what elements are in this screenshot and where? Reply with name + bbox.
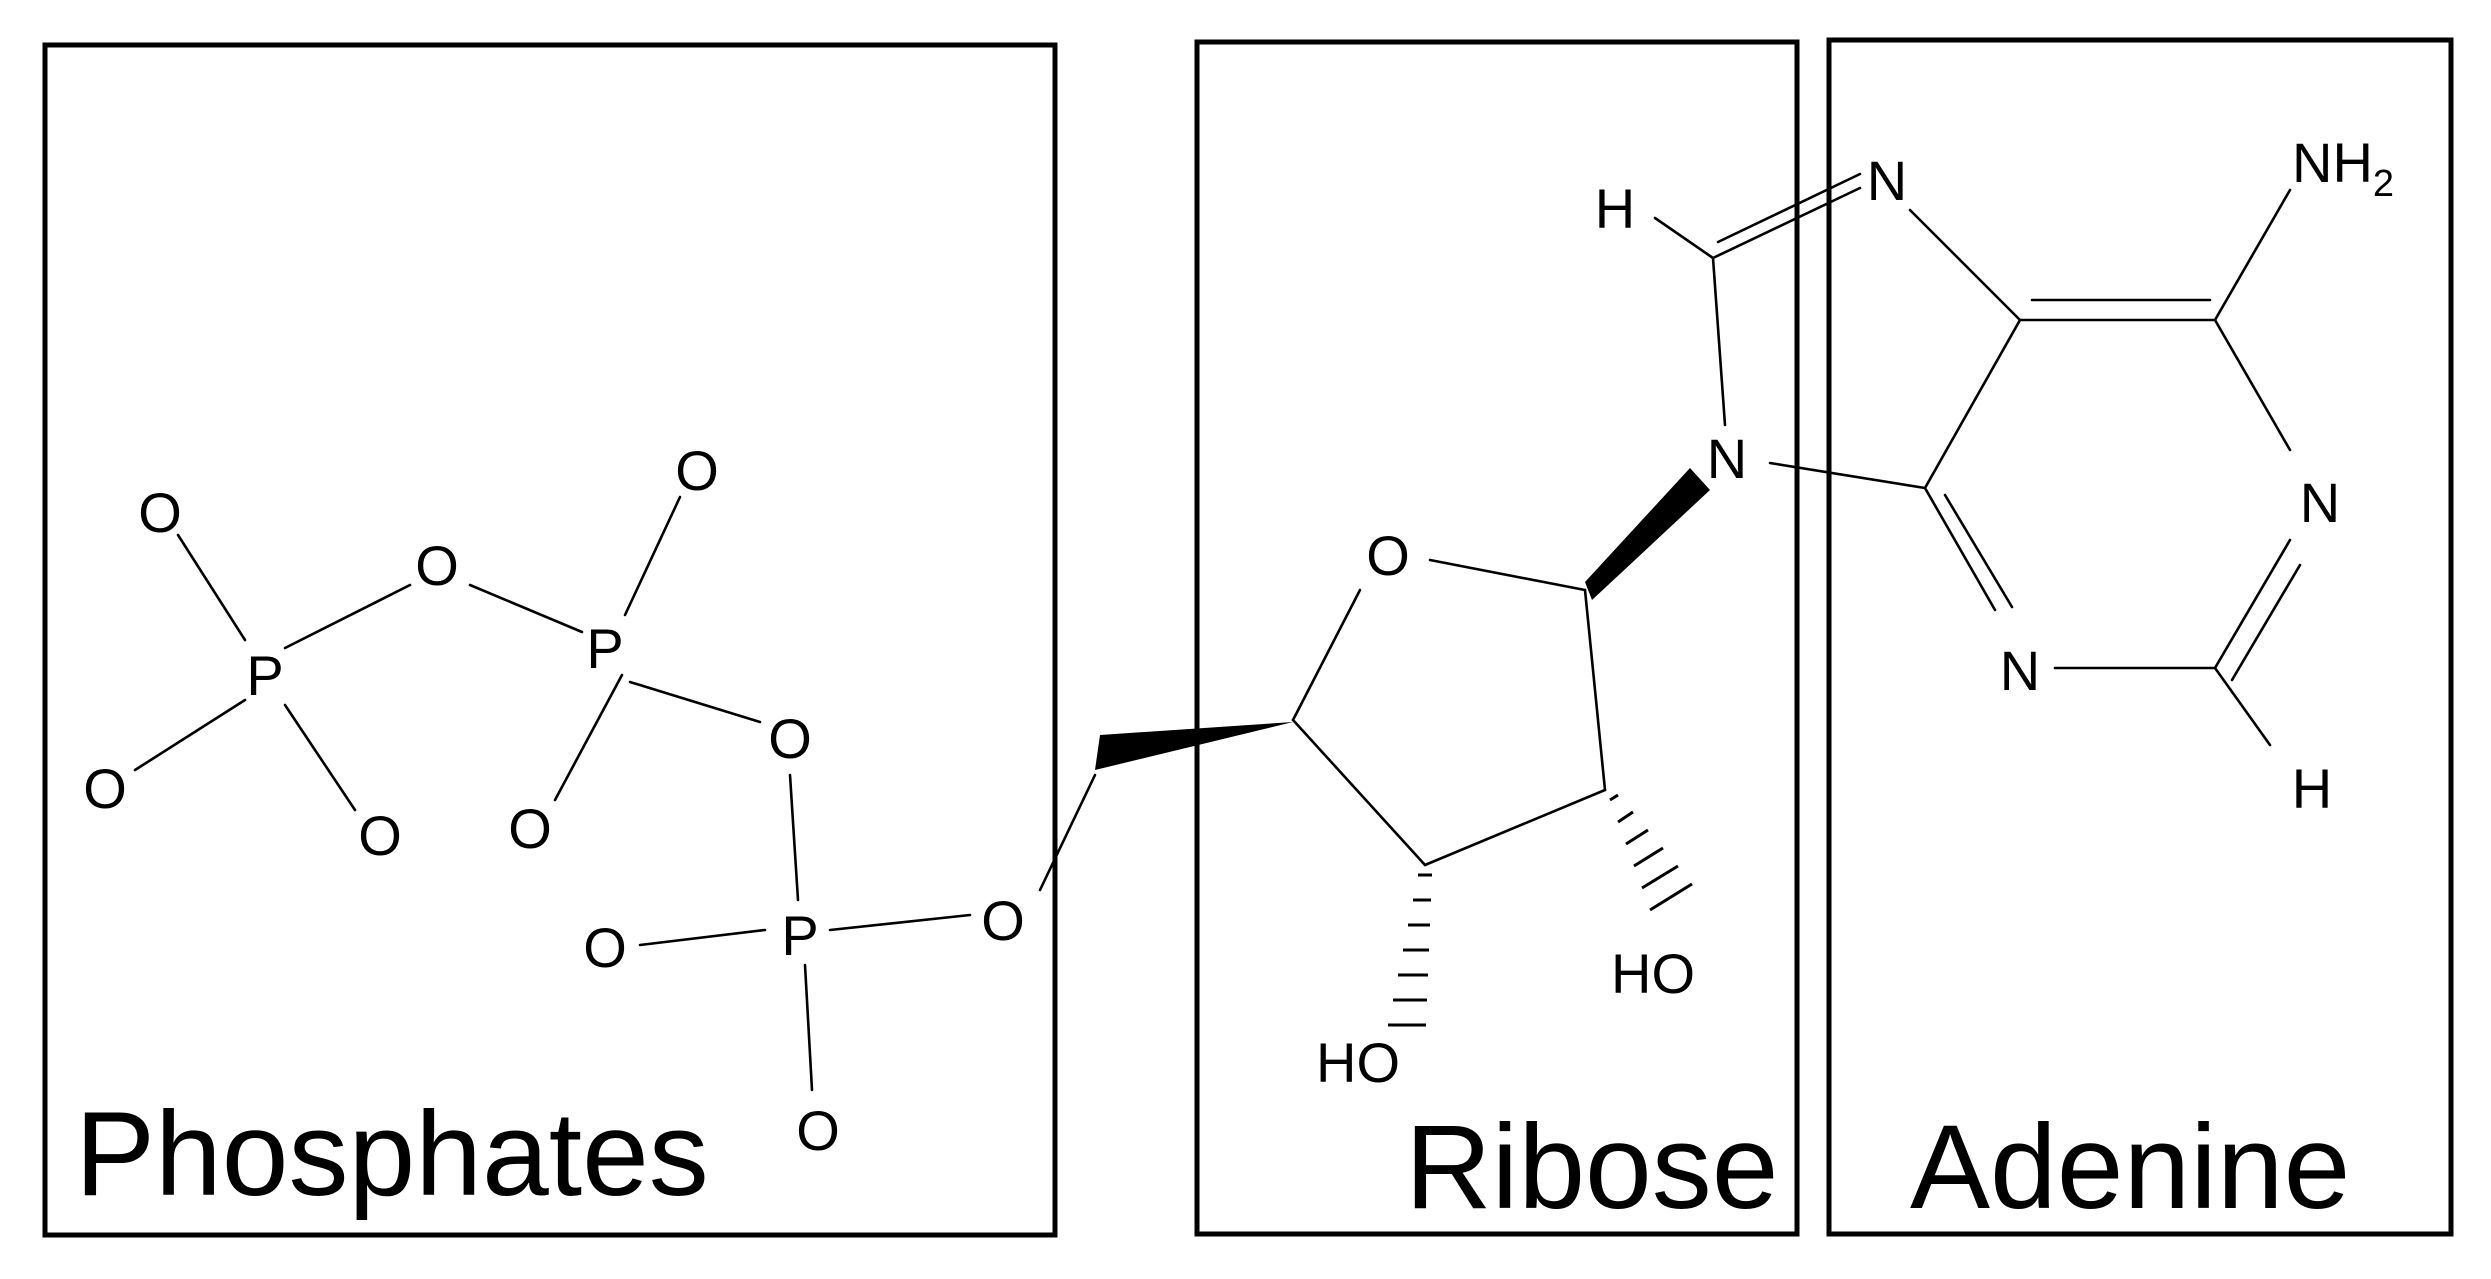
amine-group: NH2 bbox=[2292, 131, 2394, 205]
phosphorus-atom: P bbox=[586, 617, 623, 680]
oxygen-atom: O bbox=[358, 804, 402, 867]
phosphate-atoms: O P O O O P O O O P O O O bbox=[83, 439, 1025, 1162]
hydrogen-atom: H bbox=[2292, 757, 2332, 820]
ribose-label: Ribose bbox=[1405, 1100, 1779, 1234]
ribose-bonds bbox=[1095, 468, 1710, 1027]
oxygen-atom: O bbox=[138, 481, 182, 544]
oxygen-atom: O bbox=[83, 757, 127, 820]
ring-oxygen-atom: O bbox=[1366, 524, 1410, 587]
phosphate-bonds bbox=[133, 495, 1097, 1092]
c1-n9-wedge-bond bbox=[1585, 468, 1710, 600]
nitrogen-atom: N bbox=[1707, 427, 1747, 490]
nitrogen-atom: N bbox=[1867, 149, 1907, 212]
hydrogen-atom: H bbox=[1595, 177, 1635, 240]
oxygen-atom: O bbox=[508, 797, 552, 860]
phosphorus-atom: P bbox=[781, 904, 818, 967]
ribose-atoms: O HO HO bbox=[1316, 524, 1695, 1094]
nitrogen-atom: N bbox=[2000, 639, 2040, 702]
oxygen-atom: O bbox=[981, 889, 1025, 952]
adenine-label: Adenine bbox=[1910, 1100, 2350, 1234]
adenine-bonds bbox=[1653, 172, 2302, 747]
phosphates-label: Phosphates bbox=[75, 1087, 709, 1221]
oxygen-atom: O bbox=[675, 439, 719, 502]
adenine-frame bbox=[1826, 37, 2454, 1237]
c2-hash-bond bbox=[1609, 793, 1693, 912]
c4-c5-wedge-bond bbox=[1095, 722, 1293, 770]
nitrogen-atom: N bbox=[2300, 471, 2340, 534]
hydroxyl-label: HO bbox=[1316, 1031, 1400, 1094]
adenine-atoms: H N N NH2 N N H bbox=[1595, 131, 2394, 820]
oxygen-atom: O bbox=[796, 1099, 840, 1162]
ribose-frame bbox=[1194, 39, 1800, 1237]
phosphorus-atom: P bbox=[246, 644, 283, 707]
oxygen-atom: O bbox=[768, 707, 812, 770]
oxygen-atom: O bbox=[583, 916, 627, 979]
hydroxyl-label: HO bbox=[1611, 942, 1695, 1005]
phosphates-frame bbox=[42, 42, 1058, 1238]
oxygen-atom: O bbox=[415, 534, 459, 597]
c3-hash-bond bbox=[1388, 873, 1432, 1027]
